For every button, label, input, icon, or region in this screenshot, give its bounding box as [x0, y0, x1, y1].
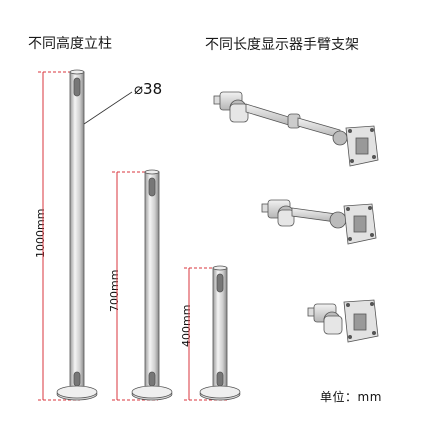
diameter-label: ⌀38	[134, 80, 163, 98]
dimension-line-700	[112, 171, 158, 401]
posts-title: 不同高度立柱	[28, 36, 112, 52]
arm-medium	[261, 199, 377, 245]
diameter-value: 38	[143, 80, 163, 98]
unit-label: 单位：mm	[320, 390, 382, 404]
arms-title: 不同长度显示器手臂支架	[205, 37, 359, 53]
arm-short	[307, 299, 379, 343]
post-1000	[56, 69, 98, 401]
post-700	[131, 169, 173, 401]
diameter-leader	[83, 91, 133, 125]
arm-long	[213, 91, 379, 167]
post-400	[199, 265, 241, 401]
